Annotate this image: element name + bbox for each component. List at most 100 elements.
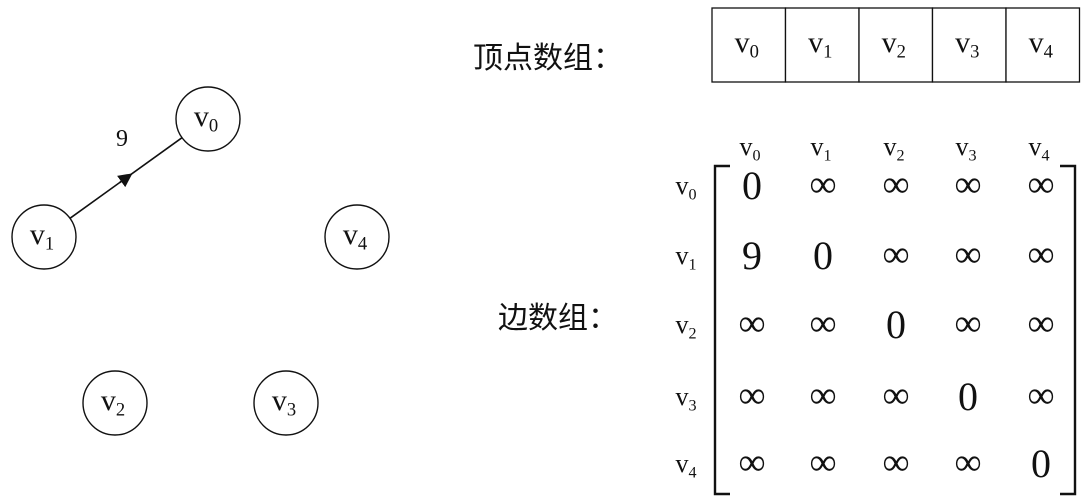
matrix-cell: ∞	[882, 375, 909, 417]
vertex-array-cell-label: v2	[882, 26, 906, 63]
matrix-column-header: v4	[1028, 132, 1049, 164]
node-v2-label-base: v	[101, 384, 116, 417]
matrix-cell: ∞	[1027, 234, 1054, 276]
node-v1-circle	[11, 204, 77, 270]
matrix-column-header-base: v	[1028, 132, 1041, 161]
matrix-cell: ∞	[1027, 375, 1054, 417]
matrix-column-header-subscript: 2	[896, 147, 904, 164]
matrix-cell: ∞	[954, 164, 981, 206]
node-v4-label-base: v	[343, 218, 358, 251]
node-v4-label: v4	[343, 218, 367, 255]
vertex-array-cell-label: v3	[955, 26, 979, 63]
matrix-row-header-subscript: 3	[688, 397, 696, 414]
vertex-array-cell	[784, 7, 860, 83]
matrix-row-header-base: v	[675, 382, 688, 411]
matrix-cell: ∞	[954, 234, 981, 276]
matrix-row-header: v4	[675, 449, 696, 481]
matrix-column-header-base: v	[955, 132, 968, 161]
matrix-right-bracket	[1060, 164, 1077, 496]
matrix-cell: 0	[742, 163, 762, 208]
vertex-array-cell-label-subscript: 3	[970, 42, 979, 63]
edge-array-label: 边数组：	[498, 301, 618, 336]
matrix-row-header: v3	[675, 382, 696, 414]
matrix-column-header: v1	[810, 132, 831, 164]
vertex-array-cell-label-base: v	[1029, 26, 1044, 59]
vertex-array-cell	[858, 7, 934, 83]
node-v1-label: v1	[30, 218, 54, 255]
vertex-array-cell-label: v0	[735, 26, 759, 63]
node-v3-label-subscript: 3	[287, 400, 296, 421]
matrix-row-header-subscript: 1	[688, 256, 696, 273]
matrix-cell: ∞	[809, 303, 836, 345]
matrix-cell: ∞	[738, 442, 765, 484]
matrix-cell: ∞	[809, 375, 836, 417]
matrix-cell: ∞	[954, 442, 981, 484]
matrix-cell: 9	[742, 233, 762, 278]
matrix-column-header-subscript: 0	[752, 147, 760, 164]
node-v4-label-subscript: 4	[358, 234, 367, 255]
matrix-row-header-subscript: 4	[688, 464, 696, 481]
vertex-array-cell-label-base: v	[808, 26, 823, 59]
node-v1-label-subscript: 1	[45, 234, 54, 255]
matrix-column-header-base: v	[739, 132, 752, 161]
matrix-column-header: v0	[739, 132, 760, 164]
matrix-cell: ∞	[738, 375, 765, 417]
matrix-cell: 0	[1031, 441, 1051, 486]
matrix-cell: ∞	[1027, 303, 1054, 345]
matrix-row-header: v0	[675, 171, 696, 203]
node-v2-circle	[82, 370, 148, 436]
node-v3-label: v3	[272, 384, 296, 421]
node-v0-label: v0	[194, 100, 218, 137]
matrix-row-header-base: v	[675, 171, 688, 200]
vertex-array-cell-label-base: v	[882, 26, 897, 59]
node-v3-circle	[253, 370, 319, 436]
matrix-cell: ∞	[882, 164, 909, 206]
matrix-row-header: v1	[675, 241, 696, 273]
matrix-cell: ∞	[738, 303, 765, 345]
vertex-array-cell	[711, 7, 787, 83]
matrix-column-header-base: v	[810, 132, 823, 161]
node-v2-label: v2	[101, 384, 125, 421]
vertex-array-cell-label: v1	[808, 26, 832, 63]
matrix-column-header-base: v	[883, 132, 896, 161]
matrix-cell: 0	[958, 374, 978, 419]
matrix-cell: ∞	[954, 303, 981, 345]
matrix-cell: ∞	[882, 442, 909, 484]
matrix-cell: ∞	[809, 164, 836, 206]
edge-weight: 9	[116, 126, 128, 152]
matrix-row-header-base: v	[675, 241, 688, 270]
matrix-column-header: v3	[955, 132, 976, 164]
node-v4-circle	[324, 204, 390, 270]
node-v2-label-subscript: 2	[116, 400, 125, 421]
matrix-row-header: v2	[675, 310, 696, 342]
node-v3-label-base: v	[272, 384, 287, 417]
matrix-cell: 0	[813, 233, 833, 278]
matrix-column-header-subscript: 4	[1041, 147, 1049, 164]
matrix-column-header: v2	[883, 132, 904, 164]
matrix-row-header-subscript: 2	[688, 325, 696, 342]
vertex-array-cell-label-subscript: 1	[823, 42, 832, 63]
node-v0-label-base: v	[194, 100, 209, 133]
matrix-row-header-subscript: 0	[688, 186, 696, 203]
node-v1-label-base: v	[30, 218, 45, 251]
node-v0-circle	[175, 86, 241, 152]
vertex-array-label: 顶点数组：	[473, 41, 623, 76]
vertex-array-cell-label-base: v	[735, 26, 750, 59]
vertex-array-cell-label-subscript: 4	[1044, 42, 1053, 63]
vertex-array-cell	[1005, 7, 1081, 83]
matrix-cell: 0	[886, 302, 906, 347]
matrix-cell: ∞	[1027, 164, 1054, 206]
matrix-cell: ∞	[809, 442, 836, 484]
edge-direction-arrow	[117, 173, 133, 188]
vertex-array-cell-label: v4	[1029, 26, 1053, 63]
matrix-cell: ∞	[882, 234, 909, 276]
node-v0-label-subscript: 0	[209, 116, 218, 137]
vertex-array-cell	[931, 7, 1007, 83]
matrix-left-bracket	[713, 164, 730, 496]
matrix-column-header-subscript: 1	[823, 147, 831, 164]
matrix-row-header-base: v	[675, 310, 688, 339]
